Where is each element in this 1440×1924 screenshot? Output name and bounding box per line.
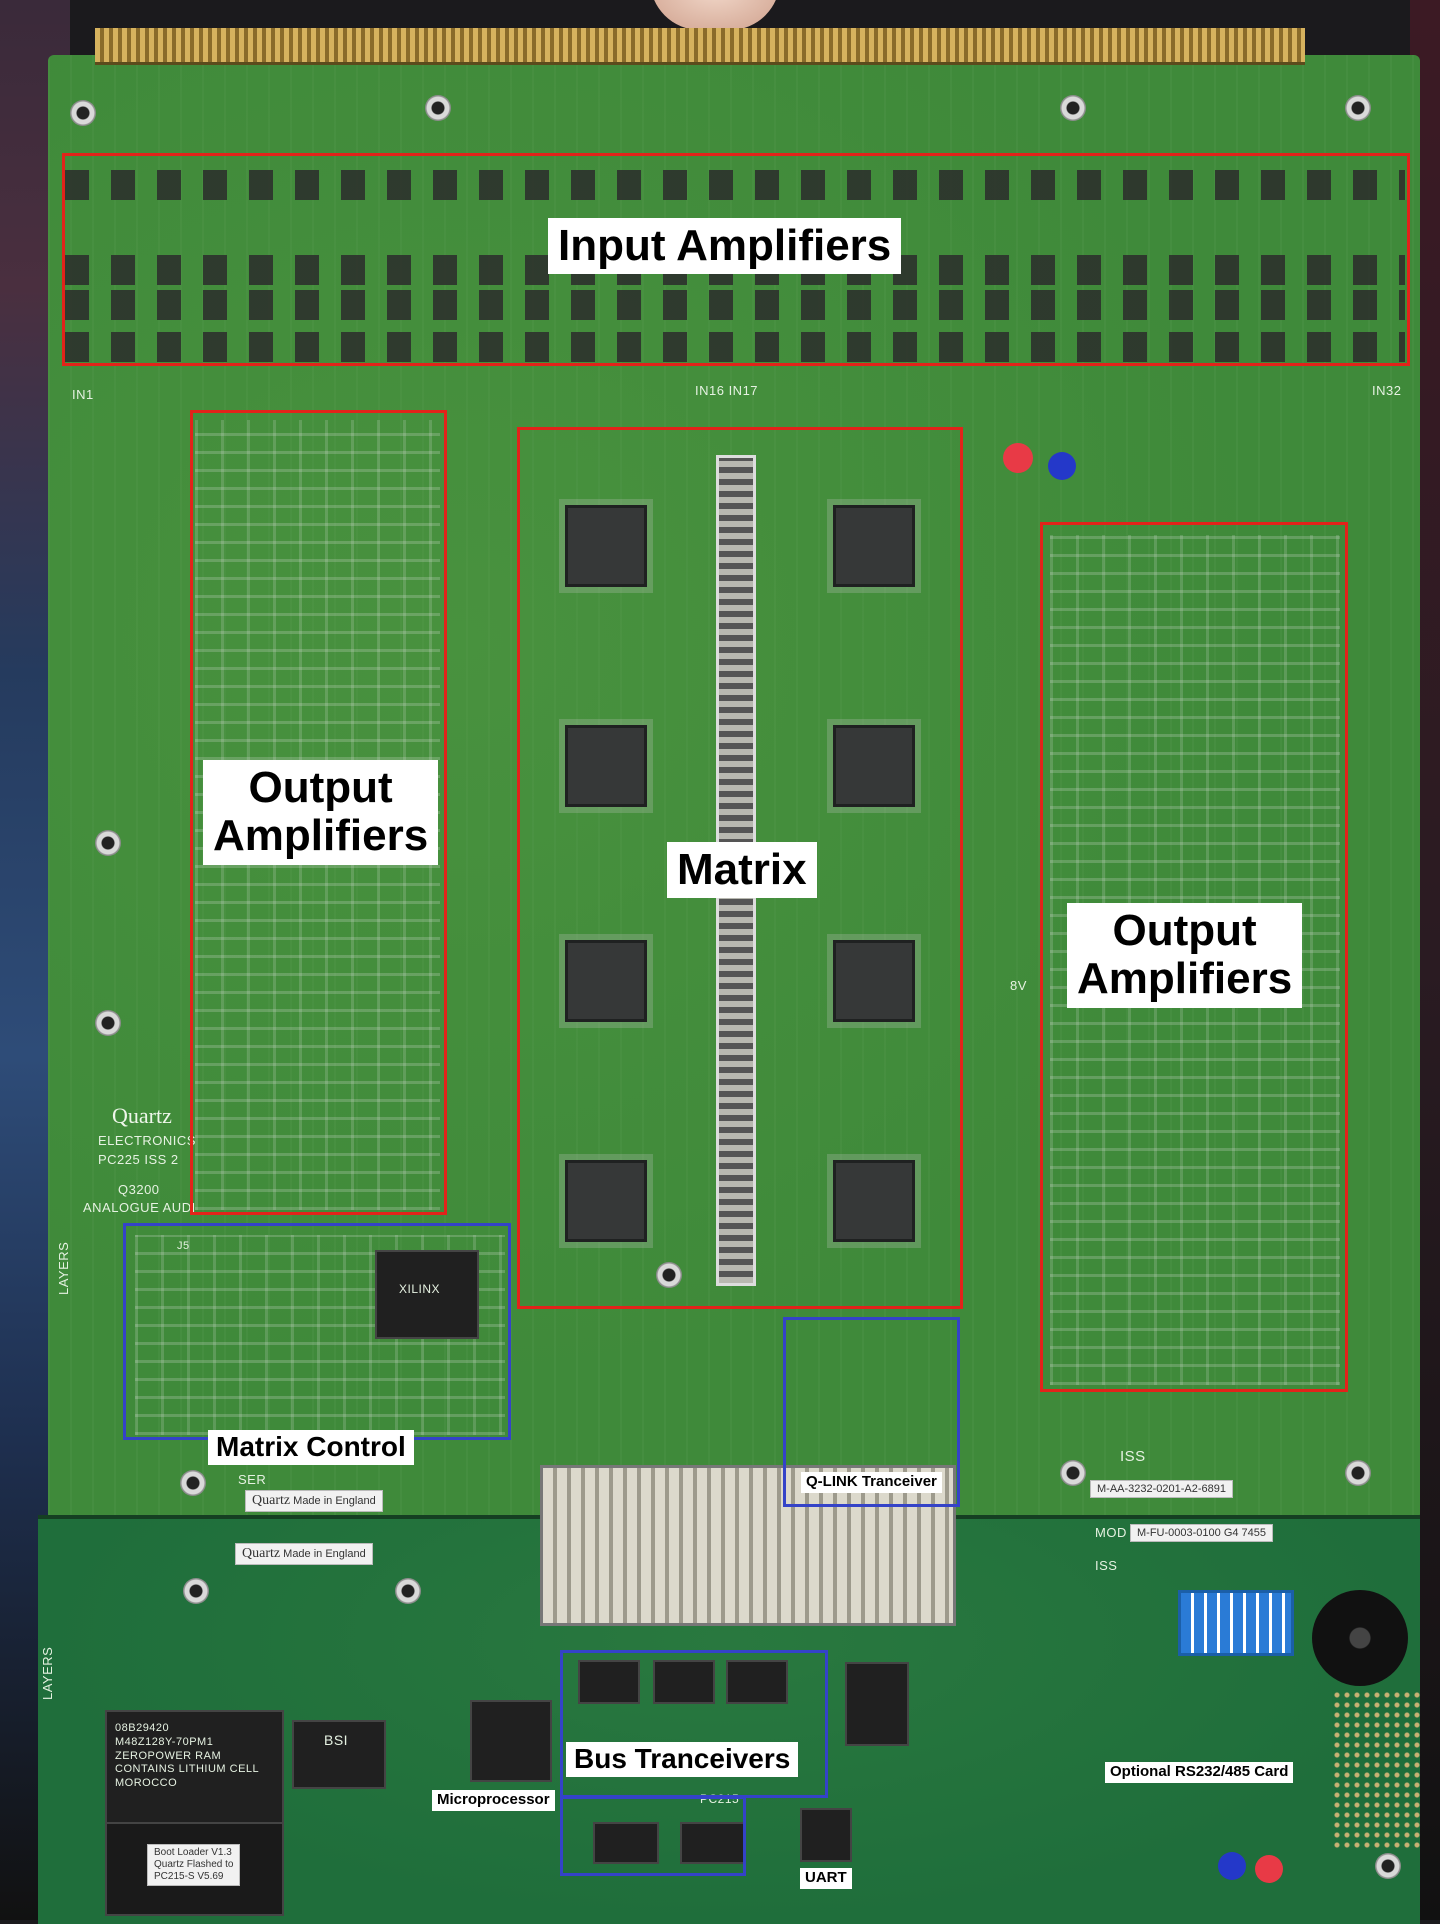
- matrix-label: Matrix: [667, 842, 817, 899]
- pc225-label: PC225 ISS 2: [98, 1152, 179, 1167]
- mount-hole: [180, 1470, 206, 1496]
- mod-tag: M-FU-0003-0100 G4 7455: [1130, 1524, 1274, 1542]
- analogue-audio-label: ANALOGUE AUDI: [83, 1200, 196, 1215]
- buzzer: [1312, 1590, 1408, 1686]
- serial-number-tag: M-AA-3232-0201-A2-6891: [1090, 1480, 1234, 1498]
- mount-hole: [1060, 95, 1086, 121]
- microprocessor-label: Microprocessor: [432, 1790, 555, 1811]
- xilinx-chip: XILINX: [375, 1250, 479, 1339]
- qlink-label: Q-LINK Tranceiver: [801, 1472, 942, 1493]
- electronics-label: ELECTRONICS: [98, 1133, 196, 1148]
- matrix-ic-u2: [565, 725, 647, 807]
- zeropower-ram-chip: 08B29420 M48Z128Y-70PM1 ZEROPOWER RAM CO…: [105, 1710, 284, 1824]
- iss-label-lower: ISS: [1095, 1558, 1118, 1573]
- mount-hole: [1060, 1460, 1086, 1486]
- thumb: [650, 0, 780, 30]
- mount-hole: [95, 1010, 121, 1036]
- bsi-chip: BSI: [292, 1720, 386, 1789]
- made-in-england-tag-upper: Quartz Made in England: [245, 1490, 383, 1512]
- tp-8v-label: 8V: [1010, 978, 1027, 993]
- layers-label: LAYERS: [56, 1241, 71, 1295]
- matrix-ic-u4: [565, 1160, 647, 1242]
- made-in-england-text: Made in England: [283, 1548, 366, 1560]
- mount-hole: [1345, 95, 1371, 121]
- mount-hole: [1345, 1460, 1371, 1486]
- mod-label: MOD: [1095, 1525, 1127, 1540]
- gold-edge-connector: [95, 28, 1305, 65]
- microprocessor-chip: [470, 1700, 552, 1782]
- input-chip-row-3: [65, 290, 1405, 320]
- bus-tranceivers-label: Bus Tranceivers: [566, 1742, 799, 1777]
- uart-chip: [800, 1808, 852, 1862]
- prototype-grid: [1332, 1690, 1420, 1850]
- matrix-ic-u5: [833, 505, 915, 587]
- input-amplifiers-box: [62, 153, 1410, 366]
- mount-hole: [183, 1578, 209, 1604]
- quartz-brand-tag: Quartz: [252, 1493, 291, 1508]
- matrix-ic-u1: [565, 505, 647, 587]
- output-amplifiers-right-box: [1040, 522, 1348, 1392]
- layers-label-lower: LAYERS: [40, 1646, 55, 1700]
- red-test-point: [1003, 443, 1033, 473]
- blue-test-point-lower: [1218, 1852, 1246, 1880]
- matrix-ic-u6: [833, 725, 915, 807]
- boot-loader-chip: Boot Loader V1.3 Quartz Flashed to PC215…: [105, 1822, 284, 1916]
- in16-17-label: IN16 IN17: [695, 383, 759, 398]
- uart-label: UART: [800, 1868, 852, 1889]
- red-test-point-lower: [1255, 1855, 1283, 1883]
- bus-tranceiver-chip: [578, 1660, 640, 1704]
- output-amplifiers-left-label: Output Amplifiers: [203, 760, 439, 865]
- matrix-box: [517, 427, 963, 1309]
- q3200-label: Q3200: [118, 1182, 160, 1197]
- bsi-label: BSI: [324, 1732, 349, 1748]
- bus-tranceiver-chip: [653, 1660, 715, 1704]
- bus-tranceiver-chip: [726, 1660, 788, 1704]
- mount-hole: [1375, 1853, 1401, 1879]
- bus-tranceiver-chip: [680, 1822, 746, 1864]
- quartz-brand: Quartz: [112, 1103, 172, 1128]
- output-amplifiers-left-box: [190, 410, 447, 1215]
- bus-tranceiver-chip: [593, 1822, 659, 1864]
- quartz-brand-tag: Quartz: [242, 1546, 281, 1561]
- matrix-ic-u8: [833, 1160, 915, 1242]
- mount-hole: [656, 1262, 682, 1288]
- qlink-box: [783, 1317, 960, 1507]
- ser-label: SER: [238, 1472, 267, 1487]
- iss-label: ISS: [1120, 1448, 1146, 1465]
- made-in-england-tag-lower: Quartz Made in England: [235, 1543, 373, 1565]
- matrix-ic-u7: [833, 940, 915, 1022]
- matrix-control-box: [123, 1223, 511, 1440]
- input-amplifiers-label: Input Amplifiers: [548, 218, 902, 275]
- boot-loader-label: Boot Loader V1.3 Quartz Flashed to PC215…: [147, 1844, 241, 1886]
- mount-hole: [70, 100, 96, 126]
- mount-hole: [395, 1578, 421, 1604]
- made-in-england-text: Made in England: [293, 1495, 376, 1507]
- in1-label: IN1: [72, 387, 94, 402]
- mount-hole: [95, 830, 121, 856]
- output-amplifiers-right-label: Output Amplifiers: [1067, 903, 1303, 1008]
- matrix-ic-u3: [565, 940, 647, 1022]
- optional-card-label: Optional RS232/485 Card: [1105, 1762, 1294, 1783]
- input-chip-row-4: [65, 332, 1405, 362]
- zeropower-label: 08B29420 M48Z128Y-70PM1 ZEROPOWER RAM CO…: [115, 1722, 260, 1789]
- dip-switch: [1178, 1590, 1294, 1656]
- blue-test-point: [1048, 452, 1076, 480]
- j5-label: J5: [177, 1240, 190, 1252]
- xilinx-label: XILINX: [399, 1282, 441, 1296]
- bus-tranceivers-box-lower: [560, 1796, 746, 1876]
- input-chip-row-1: [65, 170, 1405, 200]
- mount-hole: [425, 95, 451, 121]
- in32-label: IN32: [1372, 383, 1402, 398]
- matrix-control-label: Matrix Control: [208, 1430, 414, 1465]
- f039-chip: [845, 1662, 909, 1746]
